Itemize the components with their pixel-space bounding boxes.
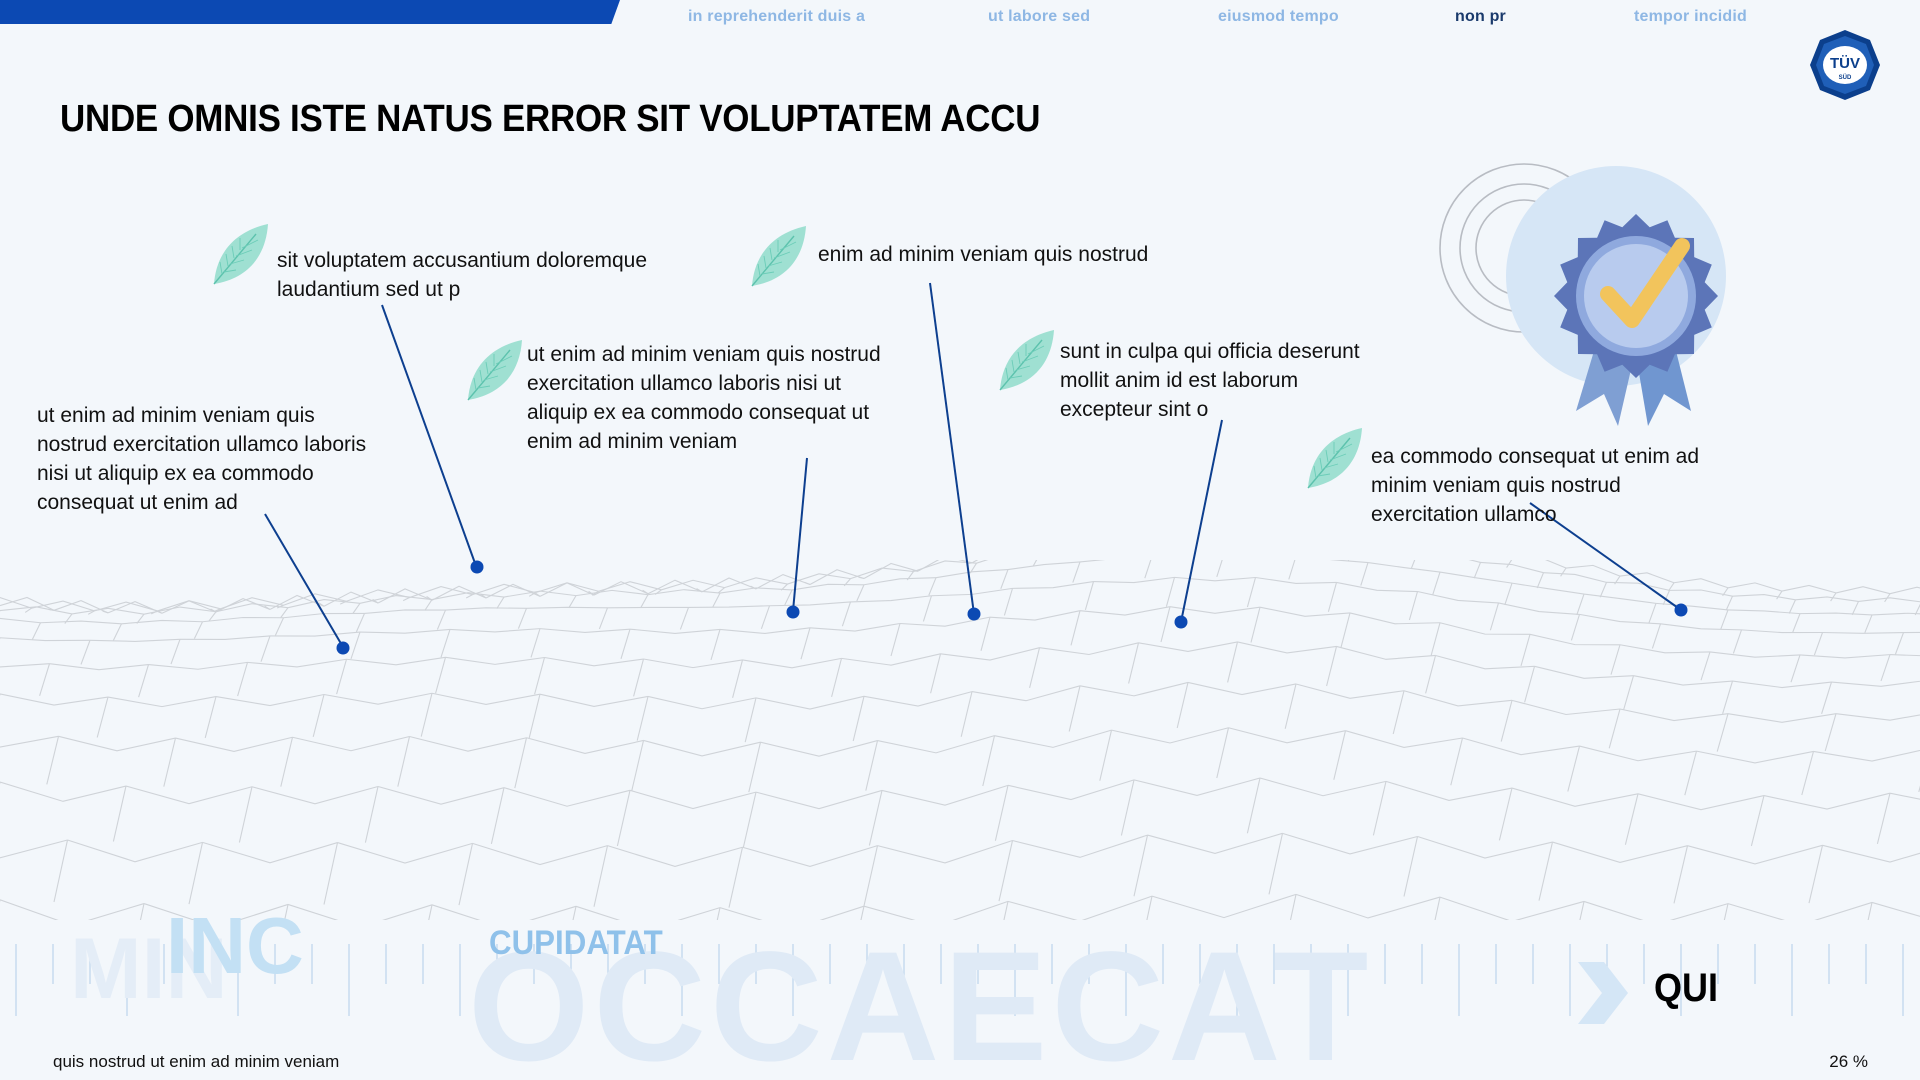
- footer-caption: quis nostrud ut enim ad minim veniam: [53, 1052, 340, 1071]
- logo-main-text: TÜV: [1830, 55, 1860, 72]
- annotation-5: ut enim ad minim veniam quis nostrud exe…: [37, 404, 367, 514]
- nav-item-5[interactable]: tempor incidid: [1634, 8, 1748, 25]
- annotation-2: enim ad minim veniam quis nostrud: [818, 243, 1149, 266]
- nav-item-4[interactable]: non pr: [1455, 8, 1506, 25]
- decor-inc-text: INC: [166, 901, 304, 990]
- leaf-icon: [1307, 427, 1363, 489]
- annotation-3: ut enim ad minim veniam quis nostrud exe…: [527, 343, 881, 453]
- top-accent-bar: [0, 0, 620, 24]
- leaf-icon: [467, 339, 523, 401]
- nav-item-2[interactable]: ut labore sed: [988, 8, 1091, 25]
- annotation-4: sunt in culpa qui officia deserunt molli…: [1060, 340, 1360, 421]
- tuv-logo: TÜV SÜD: [1808, 28, 1882, 102]
- decor-big-text: OCCAECAT: [468, 920, 1373, 1080]
- decor-min-text: MIN: [70, 921, 228, 1017]
- decor-cup-text: CUPIDATAT: [489, 924, 663, 962]
- annotation-6: ea commodo consequat ut enim ad minim ve…: [1371, 445, 1700, 526]
- decorative-ticks: [15, 944, 1904, 1016]
- annotation-1: sit voluptatem accusantium doloremque la…: [277, 249, 648, 301]
- hex-mesh-landscape: [0, 560, 1920, 920]
- nav-item-1[interactable]: in reprehenderit duis a: [688, 8, 866, 25]
- leaf-icon: [999, 329, 1055, 391]
- page-progress: 26 %: [1829, 1052, 1868, 1071]
- page-title: UNDE OMNIS ISTE NATUS ERROR SIT VOLUPTAT…: [60, 98, 1041, 140]
- leaf-icon: [213, 223, 269, 285]
- logo-sub-text: SÜD: [1839, 74, 1852, 81]
- nav-item-3[interactable]: eiusmod tempo: [1218, 8, 1339, 25]
- leaf-icon: [751, 225, 807, 287]
- chevron-right-icon: [1578, 962, 1628, 1024]
- certified-badge-icon: [1439, 163, 1726, 426]
- decor-qui-text: QUI: [1654, 966, 1719, 1010]
- top-nav: in reprehenderit duis a ut labore sed ei…: [0, 8, 1920, 32]
